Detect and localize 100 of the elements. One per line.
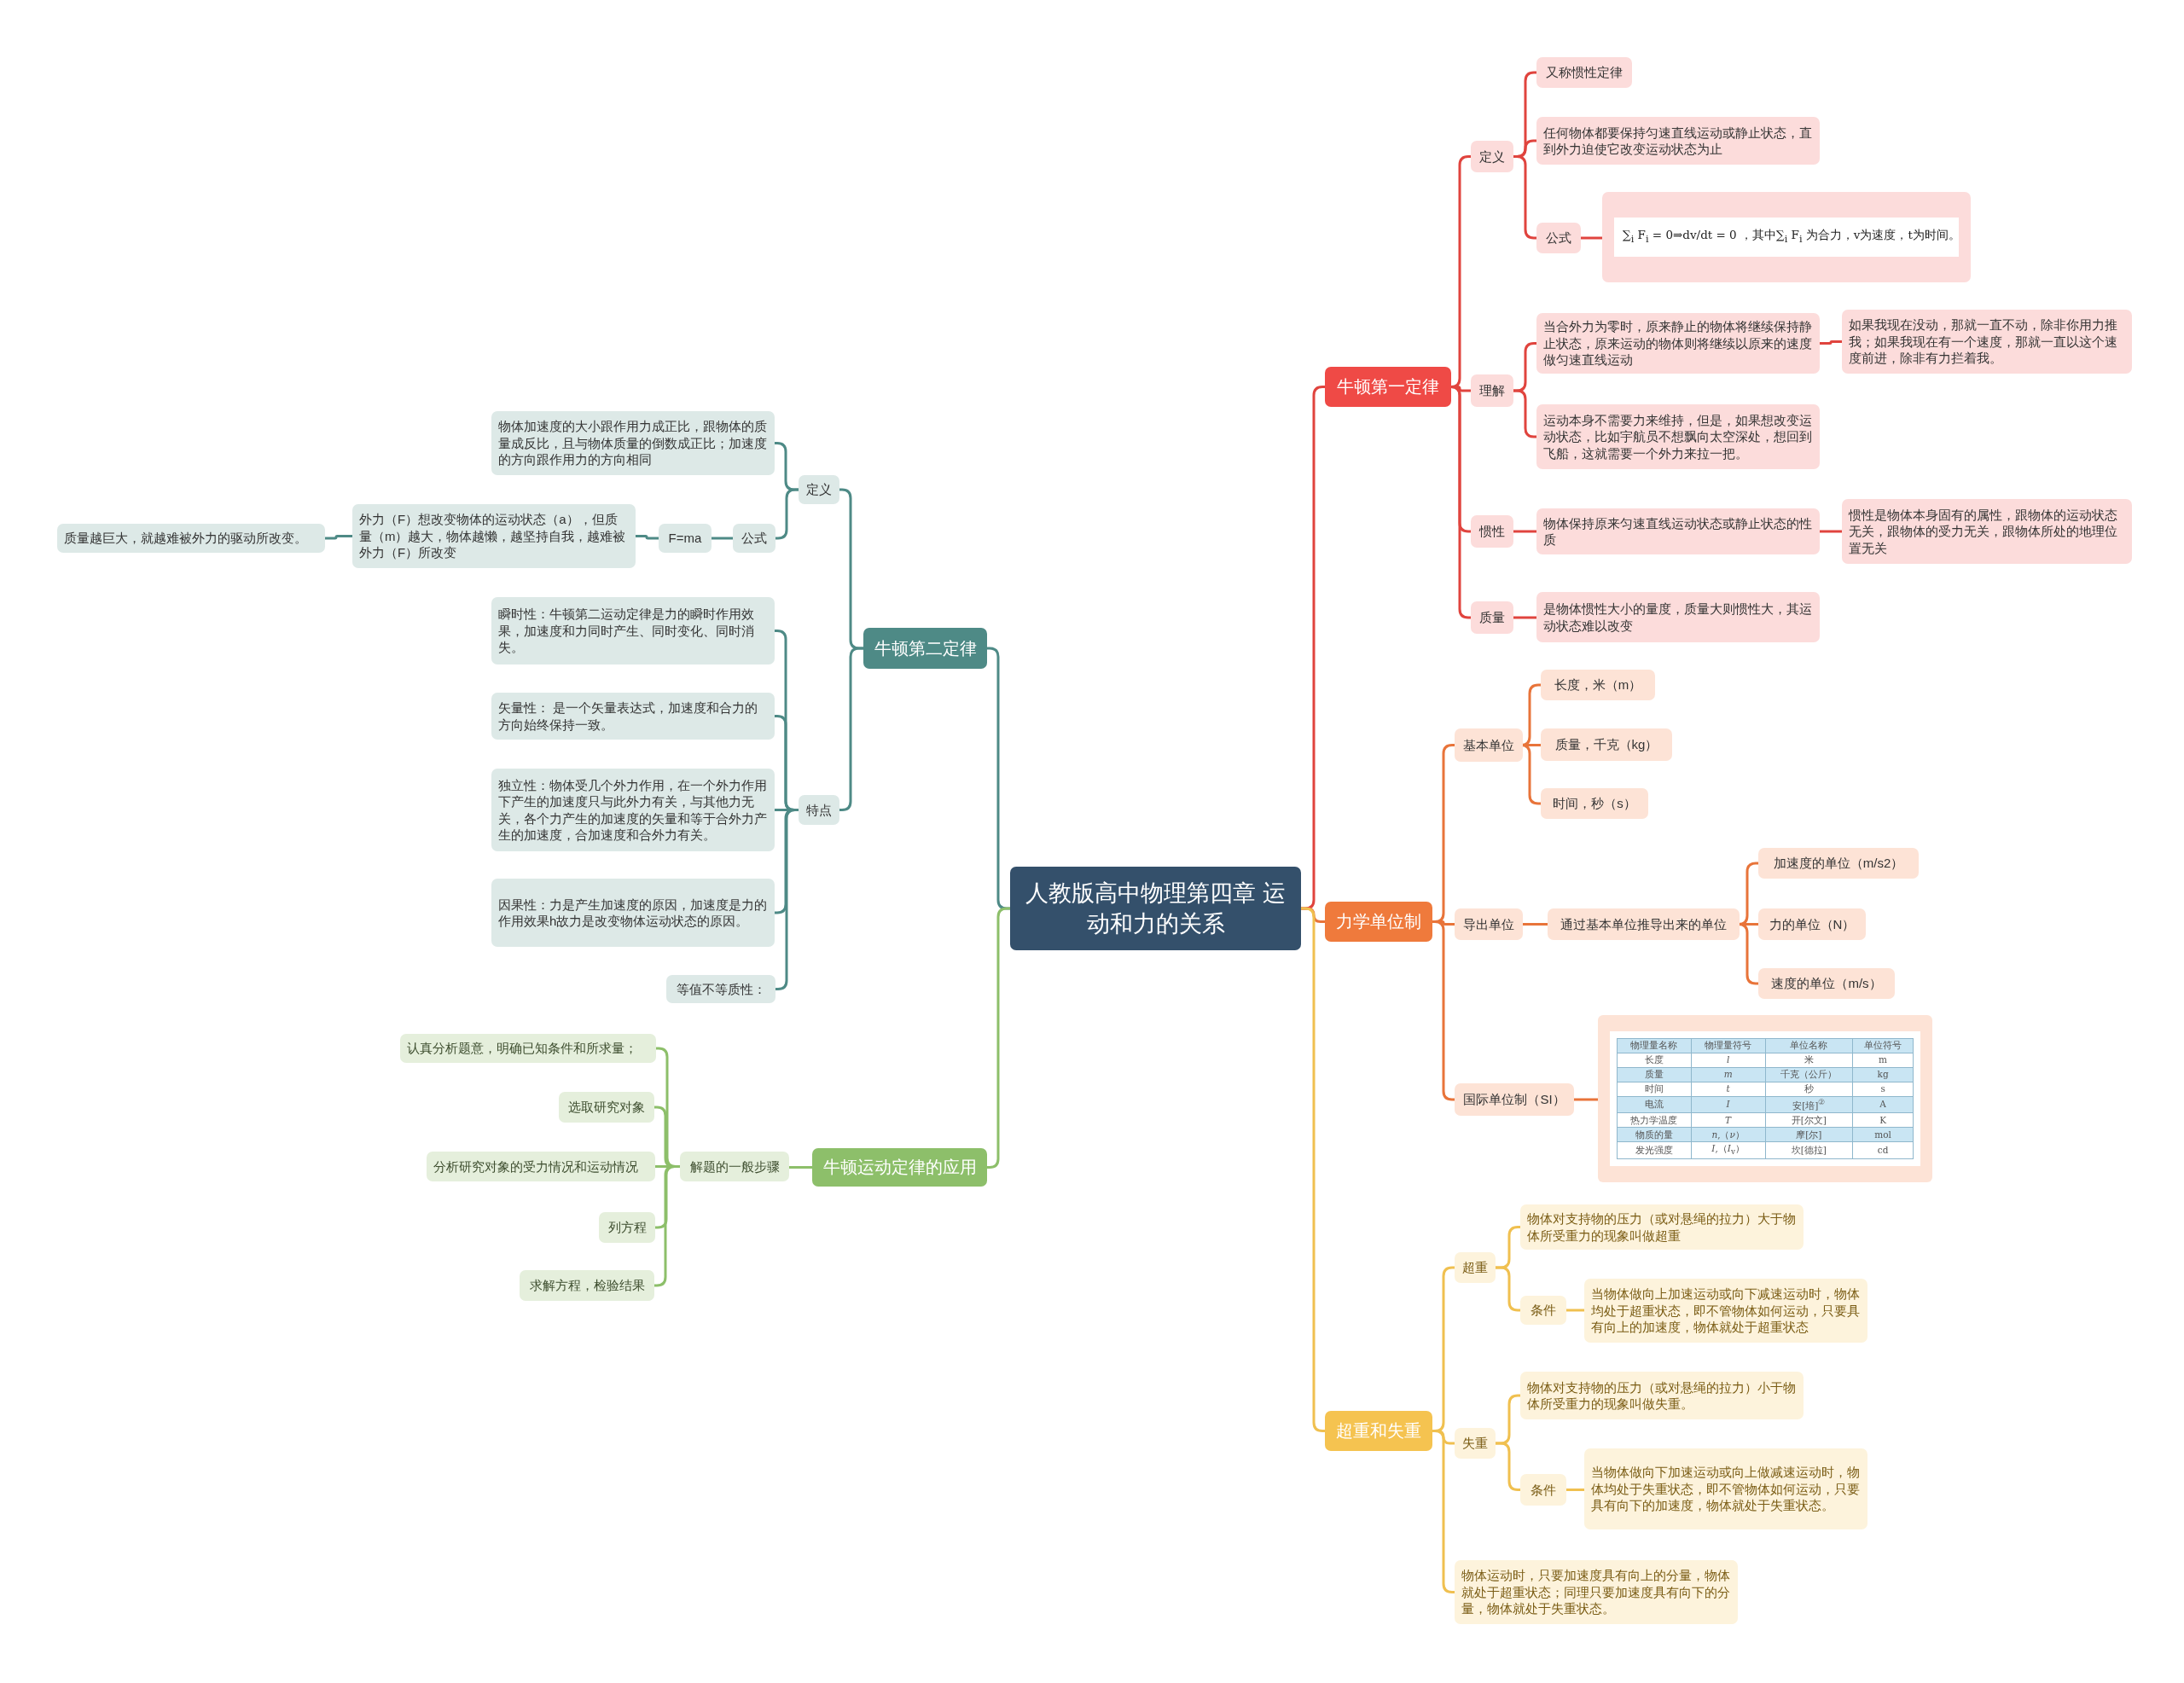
- subtopic-text: 公式: [1546, 229, 1571, 247]
- connector-line: [1581, 236, 1602, 240]
- connector-line: [775, 488, 799, 540]
- subtopic-text: 力的单位（N）: [1769, 915, 1856, 933]
- subtopic-text: 国际单位制（SI）: [1463, 1091, 1565, 1108]
- subtopic-text: 运动本身不需要力来维持，但是，如果想改变运动状态，比如宇航员不想飘向太空深处，想回到飞船，这就需要一个外力来拉一把。: [1543, 411, 1813, 462]
- connector-line: [712, 537, 733, 540]
- subtopic-text: 外力（F）想改变物体的运动状态（a），但质量（m）越大，物体越懒，越坚持自我，越难被外力（F）所改变: [359, 511, 627, 561]
- subtopic-card: [1520, 1204, 1804, 1250]
- table-cell: m: [1852, 1053, 1914, 1068]
- branch-title: 力学单位制: [1336, 911, 1421, 932]
- subtopic-card: [799, 475, 839, 504]
- branch-title: 超重和失重: [1336, 1420, 1421, 1442]
- subtopic-text: 解题的一般步骤: [689, 1158, 780, 1175]
- subtopic-text: 导出单位: [1463, 915, 1514, 933]
- subtopic-text: 当物体做向下加速运动或向上做减速运动时，物体均处于失重状态，即不管物体如何运动，只要具有向下的加速度，物体就处于失重状态。: [1591, 1464, 1861, 1514]
- subtopic-text: 通过基本单位推导出来的单位: [1560, 915, 1727, 933]
- subtopic-card: [1536, 223, 1581, 253]
- subtopic-text: 物体保持原来匀速直线运动状态或静止状态的性质: [1543, 514, 1813, 548]
- subtopic-card: [1758, 968, 1895, 999]
- subtopic-text: 基本单位: [1463, 736, 1514, 754]
- subtopic-card: [491, 693, 775, 740]
- table-cell: 单位名称: [1765, 1038, 1853, 1053]
- subtopic-card: [491, 597, 775, 664]
- subtopic-text: 物体对支持物的压力（或对悬绳的拉力）小于物体所受重力的现象叫做失重。: [1527, 1378, 1797, 1413]
- subtopic-text: 物体对支持物的压力（或对悬绳的拉力）大于物体所受重力的现象叫做超重: [1527, 1210, 1797, 1244]
- subtopic-card: [1536, 57, 1632, 88]
- subtopic-card: [400, 1034, 656, 1063]
- subtopic-text: F=ma: [668, 530, 702, 547]
- connector-line: [1513, 530, 1536, 533]
- subtopic-text: 长度，米（m）: [1554, 676, 1642, 694]
- subtopic-card: [1758, 848, 1919, 879]
- branch-topic-box: [1325, 367, 1451, 407]
- connector-line: [325, 535, 352, 540]
- subtopic-card: [1536, 404, 1820, 469]
- subtopic-card: [1842, 310, 2132, 374]
- table-cell: 米: [1765, 1053, 1853, 1068]
- subtopic-card: [1471, 374, 1513, 407]
- subtopic-text: 公式: [741, 530, 767, 547]
- subtopic-text: 质量越巨大，就越难被外力的驱动所改变。: [64, 530, 307, 547]
- subtopic-card: [1541, 670, 1655, 700]
- topic-title: 人教版高中物理第四章 运动和力的关系: [1025, 879, 1287, 938]
- subtopic-text: 惯性: [1479, 523, 1505, 540]
- connector-line: [1740, 923, 1758, 926]
- table-cell: 开[尔文]: [1765, 1112, 1853, 1128]
- subtopic-card: [1584, 1448, 1867, 1529]
- subtopic-text: 失重: [1462, 1435, 1488, 1452]
- subtopic-text: 认真分析题意，明确已知条件和所求量；: [407, 1040, 637, 1057]
- table-cell: 秒: [1765, 1082, 1853, 1097]
- subtopic-card: [1536, 592, 1820, 642]
- subtopic-text: 理解: [1479, 382, 1505, 399]
- subtopic-card: [1455, 1428, 1496, 1459]
- subtopic-text: 选取研究对象: [568, 1099, 645, 1116]
- subtopic-card: [1842, 499, 2132, 564]
- subtopic-card: [352, 504, 636, 568]
- subtopic-text: 当物体做向上加速运动或向下减速运动时，物体均处于超重状态，即不管物体如何运动，只要具有向上的加速度，物体就处于超重状态: [1591, 1285, 1861, 1336]
- connector-line: [1566, 1309, 1584, 1312]
- table-cell: 单位符号: [1852, 1038, 1914, 1053]
- subtopic-card: [57, 524, 325, 553]
- subtopic-text: 惯性是物体本身固有的属性，跟物体的运动状态无关，跟物体的受力无关，跟物体所处的地理位置无关: [1849, 506, 2118, 557]
- connector-line: [1513, 389, 1536, 438]
- subtopic-card: [1541, 788, 1648, 819]
- subtopic-text: 等值不等质性：: [676, 980, 766, 998]
- subtopic-card: [1541, 728, 1672, 761]
- central-topic-box: [1010, 867, 1301, 950]
- table-cell: 发光强度: [1617, 1141, 1692, 1159]
- subtopic-card: [599, 1212, 655, 1243]
- subtopic-text: 分析研究对象的受力情况和运动情况: [433, 1158, 638, 1175]
- subtopic-text: 当合外力为零时，原来静止的物体将继续保持静止状态，原来运动的物体则将继续以原来的速度做匀速直线运动: [1543, 318, 1813, 369]
- subtopic-text: 因果性：力是产生加速度的原因，加速度是力的作用效果h故力是改变物体运动状态的原因。: [498, 896, 768, 930]
- connector-line: [1432, 1430, 1455, 1593]
- subtopic-text: 物体运动时，只要加速度具有向上的分量，物体就处于超重状态；同理只要加速度具有向下的分量，物体就处于失重状态。: [1461, 1567, 1731, 1617]
- subtopic-card: [1584, 1279, 1867, 1343]
- subtopic-card: [659, 524, 712, 553]
- subtopic-card: [1455, 1083, 1574, 1116]
- connector-line: [1820, 340, 1842, 345]
- subtopic-card: [1520, 1474, 1566, 1506]
- branch-topic-box: [1325, 1411, 1432, 1451]
- subtopic-card: [1455, 1252, 1496, 1283]
- subtopic-text: 质量: [1479, 609, 1505, 626]
- connector-line: [1449, 386, 1471, 619]
- subtopic-card: [1548, 908, 1740, 940]
- subtopic-text: 物体加速度的大小跟作用力成正比，跟物体的质量成反比，且与物体质量的倒数成正比；加速度的方向跟作用力的方向相同: [498, 418, 768, 468]
- table-cell: t: [1691, 1082, 1765, 1097]
- subtopic-text: 如果我现在没动，那就一直不动，除非你用力推我；如果我现在有一个速度，那就一直以这个速度前进，除非有力拦着我。: [1849, 316, 2118, 367]
- subtopic-text: 超重: [1462, 1259, 1488, 1276]
- subtopic-text: 独立性：物体受几个外力作用，在一个外力作用下产生的加速度只与此外力有关，与其他力无关，各个力产生的加速度的矢量和等于合外力产生的加速度，合加速度和合外力有关。: [498, 776, 768, 844]
- table-cell: K: [1852, 1112, 1914, 1128]
- subtopic-card: [666, 975, 775, 1003]
- branch-title: 牛顿运动定律的应用: [822, 1157, 977, 1178]
- table-cell: I,（I$_{v}$）: [1691, 1141, 1765, 1159]
- formula-card: [1602, 192, 1971, 282]
- table-cell: 热力学温度: [1617, 1112, 1692, 1128]
- table-cell: cd: [1852, 1141, 1914, 1159]
- subtopic-text: 瞬时性：牛顿第二运动定律是力的瞬时作用效果，加速度和力同时产生、同时变化、同时消失。: [498, 606, 755, 656]
- subtopic-card: [1536, 313, 1820, 374]
- subtopic-text: 加速度的单位（m/s2）: [1773, 855, 1904, 872]
- branch-topic-box: [863, 628, 987, 669]
- subtopic-text: 矢量性： 是一个矢量表达式，加速度和合力的方向始终保持一致。: [498, 699, 759, 733]
- subtopic-card: [491, 769, 775, 851]
